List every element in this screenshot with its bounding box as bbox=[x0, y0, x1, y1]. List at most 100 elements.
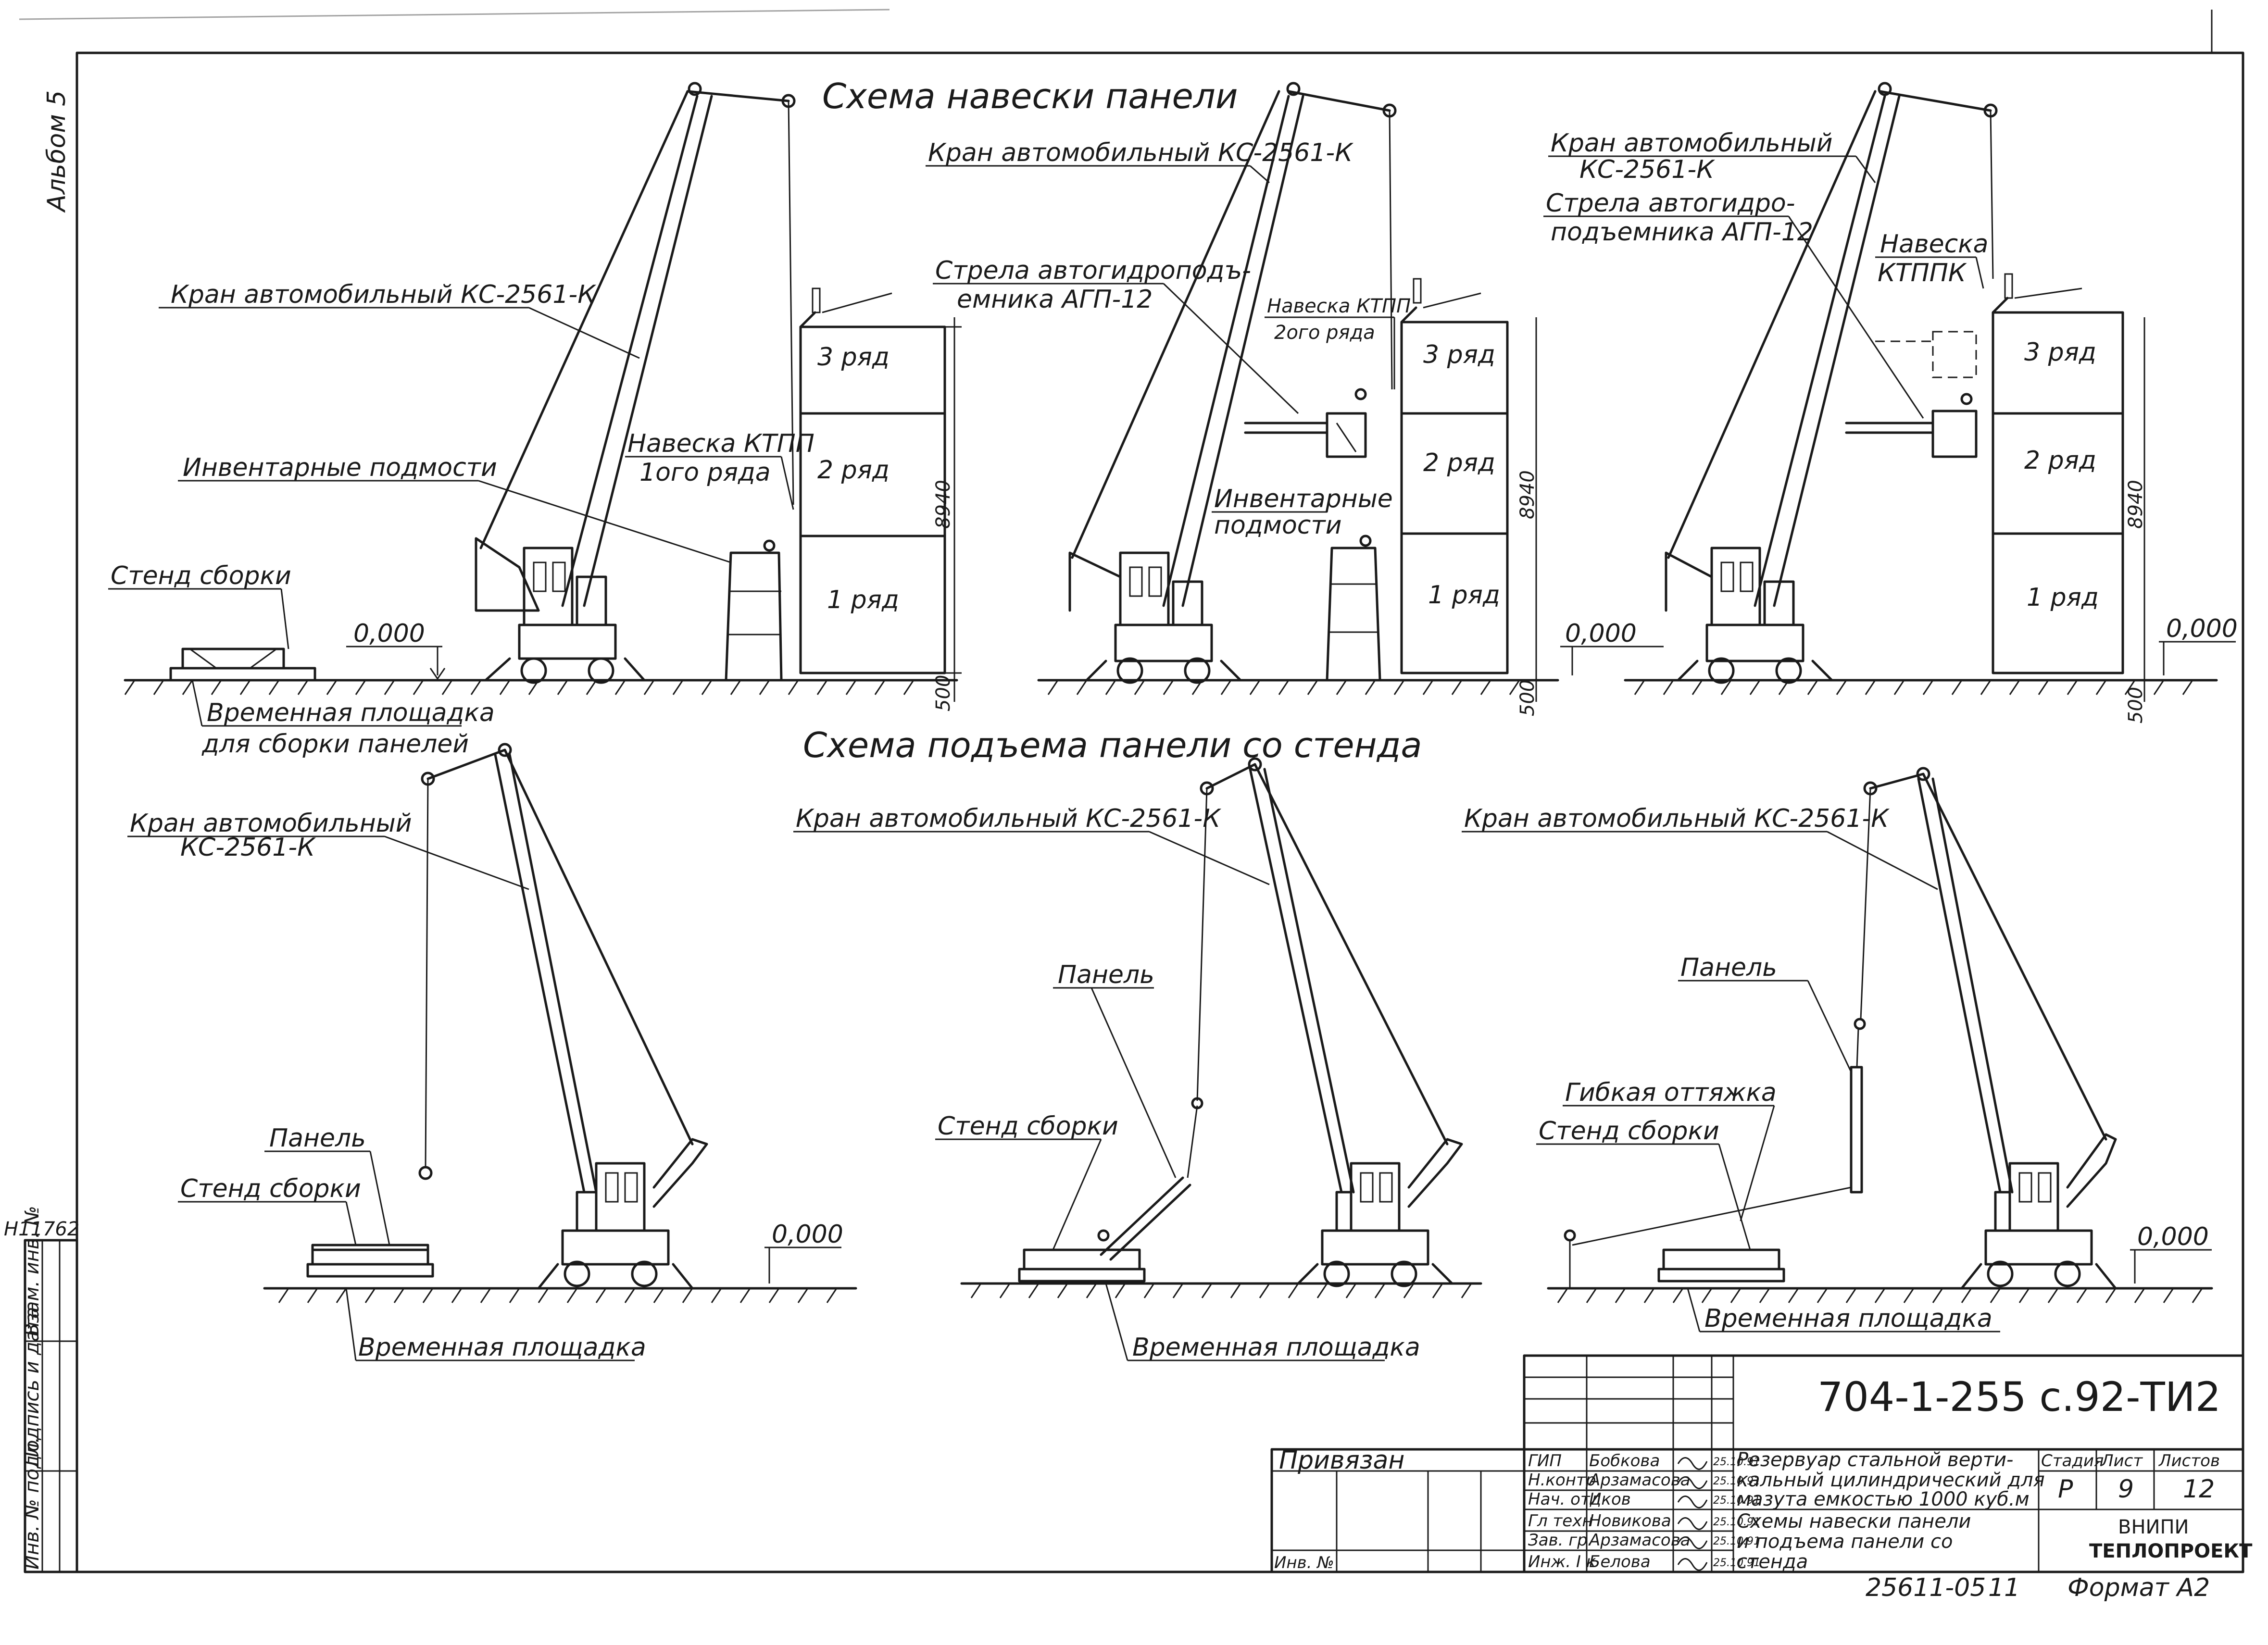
label-hang-2: 1ого ряда bbox=[639, 458, 771, 487]
tank-wall bbox=[799, 287, 962, 702]
role-4: Зав. гр. bbox=[1528, 1531, 1593, 1550]
label-crane-1: Кран автомобильный bbox=[130, 809, 412, 838]
privyazan-label: Привязан bbox=[1279, 1446, 1404, 1475]
scheme-bottom-2: Кран автомобильный КС-2561-К Панель Стен… bbox=[793, 757, 1482, 1362]
label-zero: 0,000 bbox=[353, 619, 425, 648]
label-crane-2: КС-2561-К bbox=[1579, 155, 1715, 184]
title-bottom: Схема подъема панели со стенда bbox=[803, 725, 1422, 765]
doc-code: 704-1-255 с.92-ТИ2 bbox=[1817, 1373, 2221, 1421]
assembly-stand bbox=[181, 648, 285, 670]
label-zero-right: 0,000 bbox=[2166, 614, 2238, 643]
label-scaffold-2: подмости bbox=[1214, 511, 1341, 540]
label-hang-1: Навеска bbox=[1880, 230, 1988, 259]
album-label: Альбом 5 bbox=[42, 90, 71, 213]
label-temp-1: Временная площадка bbox=[207, 698, 495, 727]
dim-height: 8940 bbox=[1516, 470, 1539, 519]
list-header: Лист bbox=[2100, 1451, 2143, 1471]
sheet-title-2: и подъема панели со bbox=[1737, 1531, 1953, 1553]
label-zero: 0,000 bbox=[2137, 1222, 2209, 1251]
signatures bbox=[1677, 1457, 1708, 1571]
label-panel: Панель bbox=[269, 1124, 366, 1153]
label-stand: Стенд сборки bbox=[938, 1112, 1118, 1141]
date-4: 25.10.91 bbox=[1713, 1535, 1760, 1547]
org-line-2: ТЕПЛОПРОЕКТ bbox=[2089, 1540, 2253, 1562]
lists-header: Листов bbox=[2158, 1451, 2220, 1471]
label-scaffold-1: Инвентарные bbox=[1214, 485, 1393, 513]
label-hang-2: 2ого ряда bbox=[1274, 322, 1375, 344]
sheet-title-3: стенда bbox=[1737, 1551, 1808, 1573]
stage-header: Стадия bbox=[2041, 1451, 2104, 1471]
label-temp: Временная площадка bbox=[358, 1333, 646, 1362]
label-hang-1: Навеска КТПП bbox=[627, 429, 814, 458]
row-1-label: 1 ряд bbox=[827, 586, 899, 614]
margin-inv-label: Инв. № подл. bbox=[21, 1437, 43, 1570]
row-1-label: 1 ряд bbox=[1428, 581, 1500, 610]
label-crane-2: КС-2561-К bbox=[180, 833, 316, 862]
panel-lifting bbox=[1097, 1176, 1191, 1261]
margin-replace-label: Взам. инв. № bbox=[21, 1206, 43, 1336]
stage-value: Р bbox=[2058, 1475, 2073, 1504]
name-5: Белова bbox=[1589, 1552, 1651, 1571]
label-temp: Временная площадка bbox=[1704, 1304, 1992, 1333]
scheme-top-3: 3 ряд 2 ряд 1 ряд 8940 500 Кран автомоби… bbox=[1543, 82, 2238, 723]
agp-boom bbox=[1845, 331, 1978, 458]
dim-height: 8940 bbox=[2125, 480, 2147, 529]
role-1: Н.контр bbox=[1528, 1471, 1596, 1490]
agp-boom bbox=[1244, 388, 1367, 458]
drawing-frame bbox=[75, 51, 2244, 1573]
role-5: Инж. I к bbox=[1528, 1552, 1596, 1571]
label-temp-2: для сборки панелей bbox=[201, 730, 469, 759]
footer-number: 25611-05 bbox=[1866, 1573, 1986, 1602]
name-0: Бобкова bbox=[1589, 1451, 1660, 1471]
crane bbox=[418, 743, 708, 1290]
role-2: Нач. отд bbox=[1528, 1490, 1601, 1509]
row-1-label: 1 ряд bbox=[2027, 583, 2099, 612]
crane bbox=[1854, 767, 2117, 1290]
label-crane: Кран автомобильный КС-2561-К bbox=[796, 804, 1221, 833]
label-stand: Стенд сборки bbox=[111, 561, 291, 590]
date-1: 25.10.91 bbox=[1713, 1475, 1760, 1487]
crane bbox=[1068, 82, 1397, 684]
row-2-label: 2 ряд bbox=[2024, 446, 2096, 475]
crane bbox=[1665, 82, 1998, 684]
margin-sign-label: Подпись и дата bbox=[21, 1307, 43, 1466]
label-zero-left: 0,000 bbox=[1565, 619, 1637, 648]
sheet-title-1: Схемы навески панели bbox=[1737, 1510, 1971, 1533]
footer-format: Формат А2 bbox=[2068, 1573, 2210, 1602]
org-line-1: ВНИПИ bbox=[2118, 1516, 2189, 1538]
tank-wall bbox=[1400, 278, 1537, 702]
date-0: 25.10.91 bbox=[1713, 1456, 1760, 1468]
name-2: Иков bbox=[1589, 1490, 1631, 1509]
inv-no-label: Инв. № bbox=[1274, 1553, 1334, 1572]
label-boom-1: Стрела автогидроподъ- bbox=[935, 256, 1251, 285]
label-hang-1: Навеска КТПП bbox=[1267, 295, 1411, 317]
object-line-3: мазута емкостью 1000 куб.м bbox=[1737, 1488, 2030, 1510]
list-value: 9 bbox=[2118, 1475, 2134, 1504]
label-stand: Стенд сборки bbox=[180, 1174, 361, 1203]
crane bbox=[475, 82, 796, 684]
label-crane: Кран автомобильный КС-2561-К bbox=[1464, 804, 1890, 833]
label-boom-2: подъемника АГП-12 bbox=[1551, 218, 1813, 247]
dim-base: 500 bbox=[2125, 687, 2147, 723]
row-3-label: 3 ряд bbox=[817, 343, 890, 372]
object-line-1: Резервуар стальной верти- bbox=[1737, 1449, 2013, 1471]
dim-height: 8940 bbox=[932, 480, 954, 529]
name-1: Арзамасова bbox=[1588, 1471, 1691, 1490]
panel-lifting bbox=[1564, 1066, 1863, 1288]
row-3-label: 3 ряд bbox=[2024, 338, 2096, 367]
label-crane: Кран автомобильный КС-2561-К bbox=[928, 138, 1353, 167]
label-panel: Панель bbox=[1680, 953, 1777, 982]
date-3: 25.10.91 bbox=[1713, 1516, 1760, 1528]
date-5: 25.10.91 bbox=[1713, 1557, 1760, 1569]
label-hang-2: КТППК bbox=[1878, 259, 1967, 287]
label-boom-2: емника АГП-12 bbox=[957, 285, 1153, 314]
footer-sub: 11 bbox=[1988, 1573, 2020, 1602]
inventory-scaffold bbox=[725, 539, 783, 682]
assembly-stand bbox=[1023, 1248, 1141, 1271]
label-panel: Панель bbox=[1058, 960, 1154, 989]
dim-base: 500 bbox=[932, 675, 954, 711]
title-block: 704-1-255 с.92-ТИ2 Привязан Инв. № ГИП Н… bbox=[1270, 1354, 2253, 1573]
scheme-bottom-3: Кран автомобильный КС-2561-К Панель Гибк… bbox=[1462, 767, 2213, 1333]
